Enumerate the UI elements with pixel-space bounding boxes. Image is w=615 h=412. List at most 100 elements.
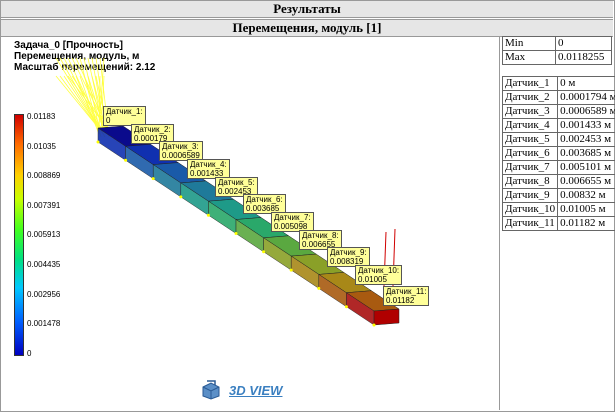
color-scale-label: 0.005913 [27,230,61,240]
row-key: Датчик_2 [501,90,559,105]
load-arrow [67,75,108,129]
sensor-value: 0.005098 [274,222,308,231]
row-value: 0.0118255 [555,50,612,65]
row-key: Min [502,36,556,51]
quantity-label: Перемещения, модуль, м [14,51,140,62]
row-key: Датчик_11 [501,216,559,231]
3d-view-button[interactable]: 3D VIEW [201,380,282,400]
beam-model[interactable] [1,36,499,410]
beam-mesh [96,125,400,327]
color-scale-label: 0.007391 [27,200,61,210]
sensor-value: 0.008319 [330,257,364,266]
row-key: Датчик_1 [501,76,559,91]
load-arrow [83,57,102,138]
row-key: Датчик_10 [501,202,559,217]
load-arrow [79,75,102,138]
sensor-label-10: Датчик_10:0.01005 [355,265,403,285]
sensor-name: Датчик_7: [274,213,311,222]
load-arrow [83,75,104,129]
load-arrow [98,75,101,129]
color-scale-label: 0 [27,348,32,358]
color-scale-bar [14,114,24,356]
sensor-value: 0.01005 [358,275,387,284]
row-key: Датчик_7 [501,160,559,175]
sensor-name: Датчик_4: [190,160,227,169]
row-key: Датчик_3 [501,104,559,119]
sensor-value: 0.006655 [302,240,336,249]
load-arrow [71,57,108,129]
sensor-name: Датчик_3: [162,142,199,151]
sensor-name: Датчик_5: [218,178,255,187]
row-key: Датчик_5 [501,132,559,147]
sensor-value: 0.002453 [218,187,252,196]
mesh-node [206,213,210,217]
mesh-node [151,177,155,181]
sensor-name: Датчик_6: [246,195,283,204]
mesh-node [124,158,128,162]
color-scale-label: 0.002956 [27,289,61,299]
sensor-value: 0.000179 [134,134,168,143]
row-value: 0.01005 м [557,202,615,217]
sensor-label-2: Датчик_2:0.000179 [131,124,174,144]
row-key: Датчик_6 [501,146,559,161]
color-scale-label: 0.008869 [27,171,61,181]
sensor-name: Датчик_8: [302,231,339,240]
row-value: 0.003685 м [557,146,615,161]
sensor-label-6: Датчик_6:0.003685 [243,194,286,214]
row-value: 0 м [557,76,615,91]
mesh-node [372,323,376,327]
load-arrow [98,57,105,129]
sensor-label-9: Датчик_9:0.008319 [327,247,370,267]
3d-view-label: 3D VIEW [229,382,283,398]
load-arrow [87,75,106,132]
sensor-value: 0.001433 [190,169,224,178]
load-arrow [59,57,102,132]
sensor-label-1: Датчик_1:0 [103,106,146,126]
load-arrow [100,75,105,132]
row-value: 0 [555,36,612,51]
row-value: 0.0001794 м [557,90,615,105]
row-key: Датчик_8 [501,174,559,189]
sensor-value: 0 [106,116,111,125]
mesh-node [179,195,183,199]
sensor-label-4: Датчик_4:0.001433 [187,159,230,179]
load-arrow [63,75,106,138]
sensor-label-7: Датчик_7:0.005098 [271,212,314,232]
row-key: Max [502,50,556,65]
mesh-node [234,232,238,235]
load-arrows-icon [55,57,110,138]
row-key: Датчик_9 [501,188,559,203]
color-scale-label: 0.01183 [27,112,56,121]
model-viewport[interactable]: Задача_0 [Прочность] Перемещения, модуль… [1,36,500,410]
color-scale-label: 0.001478 [27,319,61,329]
mesh-node [344,305,348,309]
row-value: 0.01182 м [557,216,615,231]
sensor-label-8: Датчик_8:0.006655 [299,230,342,250]
row-value: 0.002453 м [557,132,615,147]
sensor-value: 0.003685 [246,204,280,213]
sensor-name: Датчик_1: [106,107,143,116]
sensor-name: Датчик_10: [358,266,400,275]
task-label: Задача_0 [Прочность] [14,40,123,51]
displacement-scale-label: Масштаб перемещений: 2.12 [14,62,156,73]
sensor-label-3: Датчик_3:0.0006589 [159,141,203,161]
mesh-node [262,250,266,254]
beam-end-cap [373,308,400,326]
sensor-label-11: Датчик_11:0.01182 [383,286,430,306]
row-value: 0.00832 м [557,188,615,203]
row-value: 0.006655 м [557,174,615,189]
color-scale-label: 0.01035 [27,141,56,151]
row-value: 0.0006589 м [557,104,615,119]
